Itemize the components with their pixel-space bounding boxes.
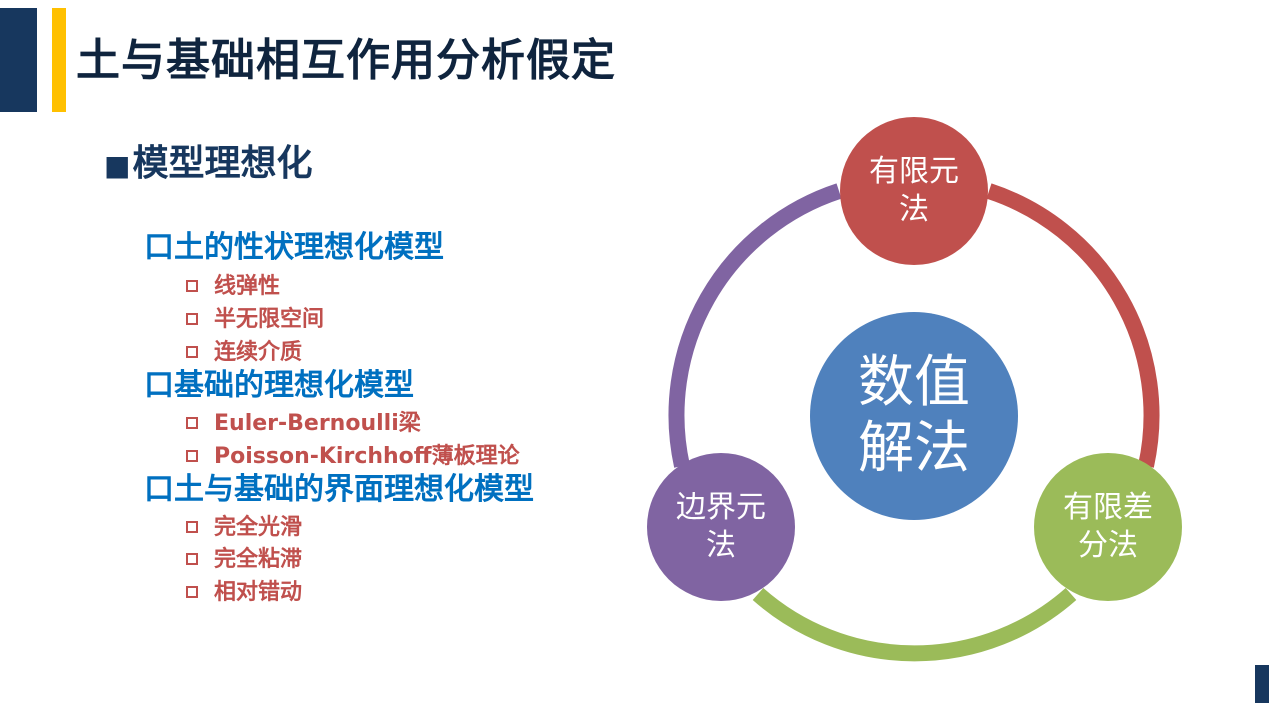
center-node-numerical-methods [810, 312, 1018, 520]
list-item: 相对错动 [186, 574, 302, 606]
node-finite-difference [1034, 453, 1182, 601]
list-item: 线弹性 [186, 268, 280, 300]
center-label-line: 数值 [858, 350, 970, 415]
node-label-line: 法 [706, 528, 736, 563]
main-heading: ■模型理想化 [104, 134, 312, 186]
node-label-line: 边界元 [676, 490, 766, 525]
list-item: 完全粘滞 [186, 541, 302, 573]
list-item: Poisson-Kirchhoff薄板理论 [186, 438, 520, 470]
node-label-line: 分法 [1078, 528, 1138, 563]
list-item: 半无限空间 [186, 301, 324, 333]
checkbox-bullet-icon [186, 521, 198, 533]
list-item-text: 完全光滑 [214, 515, 303, 540]
node-label-line: 有限差 [1063, 490, 1153, 525]
accent-bar-navy [0, 8, 37, 112]
node-label-boundary-element: 边界元 法 [647, 489, 795, 565]
list-item: 连续介质 [186, 334, 302, 366]
section-title-interface: 口土与基础的界面理想化模型 [144, 472, 534, 507]
node-label-line: 有限元 [869, 154, 959, 189]
node-label-line: 法 [899, 192, 929, 227]
node-label-finite-difference: 有限差 分法 [1034, 489, 1182, 565]
section-title-foundation: 口基础的理想化模型 [144, 368, 414, 403]
checkbox-bullet-icon [186, 280, 198, 292]
node-label-finite-element: 有限元 法 [840, 153, 988, 229]
checkbox-bullet-icon [186, 586, 198, 598]
list-item-text: Poisson-Kirchhoff薄板理论 [214, 444, 520, 469]
checkbox-bullet-icon [186, 313, 198, 325]
accent-bar-yellow [52, 8, 66, 112]
list-item-text: 连续介质 [214, 340, 303, 365]
list-item: Euler-Bernoulli梁 [186, 405, 421, 437]
main-heading-text: 模型理想化 [132, 143, 313, 184]
list-item-text: 线弹性 [214, 274, 281, 299]
center-label-line: 解法 [858, 416, 970, 481]
center-label: 数值 解法 [810, 350, 1018, 482]
checkbox-bullet-icon [186, 553, 198, 565]
cycle-arc-purple [668, 183, 842, 468]
section-title-soil: 口土的性状理想化模型 [144, 230, 444, 265]
list-item: 完全光滑 [186, 509, 302, 541]
list-item-text: 完全粘滞 [214, 547, 303, 572]
list-item-text: 相对错动 [214, 580, 303, 605]
checkbox-bullet-icon [186, 417, 198, 429]
square-bullet-icon: ■ [104, 149, 131, 182]
corner-accent-block [1255, 665, 1269, 703]
checkbox-bullet-icon [186, 346, 198, 358]
checkbox-bullet-icon [186, 450, 198, 462]
list-item-text: 半无限空间 [214, 307, 325, 332]
node-finite-element [840, 117, 988, 265]
cycle-arc-red [986, 183, 1160, 468]
node-boundary-element [647, 453, 795, 601]
list-item-text: Euler-Bernoulli梁 [214, 411, 421, 436]
page-title: 土与基础相互作用分析假定 [76, 35, 616, 86]
cycle-arc-green [752, 588, 1077, 662]
